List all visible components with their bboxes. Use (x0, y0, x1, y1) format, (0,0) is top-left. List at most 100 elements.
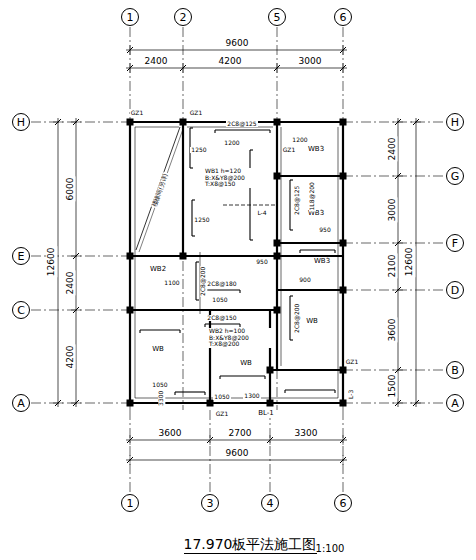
plan-note: 2C8@125 (295, 184, 302, 215)
rebar-hook (299, 250, 300, 253)
dimension-line (398, 118, 399, 407)
extension-line (393, 176, 403, 177)
extension-line (130, 45, 131, 55)
extension-line (71, 403, 81, 404)
axis-bubble: H (12, 113, 30, 131)
grid-line (277, 27, 278, 410)
plan-note: 2C8@150 (206, 315, 237, 322)
rebar-hook (269, 130, 270, 133)
plan-note: 2C8@200 (295, 302, 302, 333)
axis-label: 4 (267, 498, 274, 509)
plan-note: 1250 (193, 217, 210, 224)
rebar-hook (219, 376, 220, 379)
column (127, 253, 134, 260)
slab-edge (135, 398, 338, 399)
extension-line (343, 45, 344, 55)
plan-note: 3300 (159, 389, 166, 406)
column (267, 367, 274, 374)
wall-beam (182, 122, 184, 256)
plan-note: 950 (318, 227, 331, 234)
extension-line (130, 63, 131, 73)
plan-note: 900 (298, 277, 311, 284)
dimension-text: 3600 (387, 318, 397, 343)
rebar-hook (334, 390, 335, 393)
plan-note: 1050 (151, 382, 168, 389)
rebar-hook (196, 261, 199, 262)
dimension-line (126, 460, 347, 461)
grid-line (343, 410, 344, 493)
plan-note: 1050 (213, 394, 230, 401)
plan-note: WB2 h=100 B:X&Y8@200 T:X8@200 (208, 328, 272, 348)
rebar-hook (204, 324, 205, 327)
column-tag: GZ1 (189, 110, 204, 117)
axis-bubble: 3 (201, 494, 219, 512)
slab-edge (135, 127, 136, 398)
extension-line (393, 370, 403, 371)
rebar-hook (192, 235, 195, 236)
extension-line (71, 122, 81, 123)
dimension-line (126, 440, 347, 441)
axis-label: H (17, 117, 25, 128)
stair-line (139, 129, 183, 252)
rebar-hook (196, 299, 199, 300)
column (274, 253, 281, 260)
axis-label: 5 (274, 12, 281, 23)
slab-edge (135, 127, 179, 128)
grid-line (270, 410, 271, 493)
plan-note: 楼梯间(另详) (151, 172, 170, 209)
axis-label: B (451, 365, 459, 376)
dimension-text: 9600 (225, 39, 250, 49)
plan-note: 1200 (223, 140, 240, 147)
rebar (175, 391, 205, 392)
wall-beam (269, 310, 271, 403)
axis-label: 6 (340, 498, 347, 509)
extension-line (343, 435, 344, 445)
plan-note: WB (239, 360, 253, 368)
extension-line (393, 122, 403, 123)
extension-line (393, 290, 403, 291)
plan-note: WB (151, 346, 165, 354)
grid-line (31, 256, 130, 257)
column (180, 119, 187, 126)
grid-line (343, 290, 446, 291)
plan-note: WB3 (307, 146, 325, 154)
rebar-hook (250, 149, 253, 150)
grid-line (343, 403, 446, 404)
axis-label: G (451, 171, 460, 182)
column (340, 173, 347, 180)
plan-note: WB2 (149, 266, 167, 274)
extension-line (210, 435, 211, 445)
dimension-text: 3300 (294, 429, 319, 439)
rebar-hook (290, 295, 293, 296)
axis-label: C (17, 305, 25, 316)
rebar-hook (214, 130, 215, 133)
extension-line (393, 243, 403, 244)
extension-line (71, 310, 81, 311)
wall-beam (277, 175, 343, 177)
extension-line (183, 63, 184, 73)
axis-label: 1 (127, 12, 134, 23)
axis-bubble: 1 (121, 8, 139, 26)
rebar (215, 129, 270, 130)
plan-note: WB1 h=120 B:X&Y8@200 T:X8@150 (204, 168, 268, 188)
wall-beam (129, 122, 131, 403)
axis-bubble: 1 (121, 494, 139, 512)
axis-label: H (451, 117, 459, 128)
axis-bubble: A (12, 394, 30, 412)
wall-beam (277, 242, 343, 244)
axis-label: 1 (127, 498, 134, 509)
rebar (289, 180, 290, 230)
rebar-hook (290, 179, 293, 180)
dimension-text: 12600 (47, 247, 57, 278)
rebar-hook (290, 229, 293, 230)
dimension-text: 2100 (387, 254, 397, 279)
dimension-text: 6000 (65, 177, 75, 202)
dimension-line (126, 50, 347, 51)
axis-label: F (452, 238, 458, 249)
dimension-line (58, 118, 59, 407)
dimension-text: 2400 (387, 137, 397, 162)
axis-bubble: B (446, 361, 464, 379)
rebar-hook (174, 392, 175, 395)
column (340, 119, 347, 126)
